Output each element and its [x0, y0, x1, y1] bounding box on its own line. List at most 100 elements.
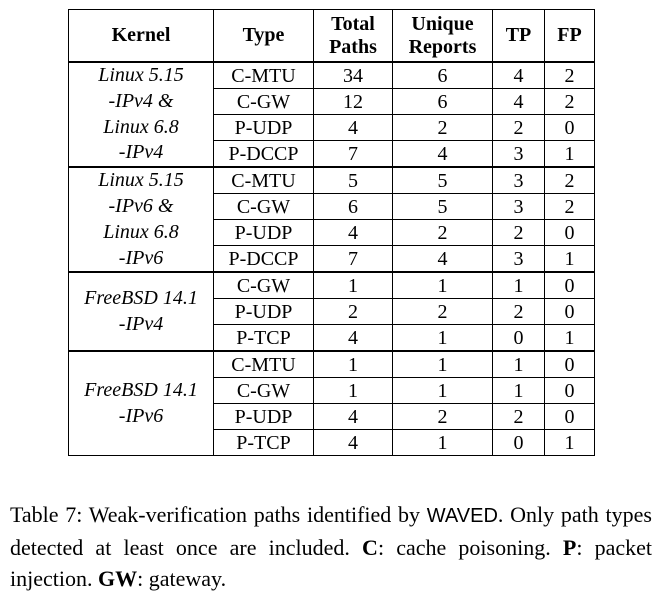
- cell-unique: 6: [392, 88, 493, 116]
- cell-fp: 1: [544, 324, 595, 352]
- cell-type: P-UDP: [213, 403, 314, 431]
- kernel-line: FreeBSD 14.1: [84, 379, 198, 402]
- cell-total: 7: [313, 140, 393, 168]
- cell-type: C-MTU: [213, 166, 314, 195]
- header-tp: TP: [492, 9, 545, 63]
- cell-type: C-MTU: [213, 350, 314, 379]
- caption-gw-key: GW: [97, 566, 138, 591]
- kernel-cell: Linux 5.15-IPv6 & Linux 6.8 -IPv6: [68, 166, 214, 273]
- cell-total: 1: [313, 350, 393, 379]
- cell-type: P-DCCP: [213, 140, 314, 168]
- cell-tp: 0: [492, 429, 545, 457]
- cell-tp: 3: [492, 166, 545, 195]
- kernel-line: -IPv6: [118, 404, 164, 427]
- cell-fp: 0: [544, 219, 595, 247]
- cell-unique: 1: [392, 377, 493, 405]
- table-caption: Table 7: Weak-verification paths identif…: [10, 499, 652, 594]
- header-total-paths: Total Paths: [313, 9, 393, 63]
- header-unique-reports: Unique Reports: [392, 9, 493, 63]
- cell-fp: 2: [544, 61, 595, 90]
- cell-fp: 2: [544, 193, 595, 221]
- cell-total: 1: [313, 377, 393, 405]
- cell-fp: 1: [544, 245, 595, 273]
- kernel-line: -IPv4 &: [108, 89, 174, 112]
- cell-unique: 2: [392, 114, 493, 142]
- cell-type: C-MTU: [213, 61, 314, 90]
- cell-fp: 0: [544, 114, 595, 142]
- header-unique-line1: Unique: [411, 12, 474, 35]
- cell-type: C-GW: [213, 377, 314, 405]
- cell-unique: 1: [392, 324, 493, 352]
- cell-type: P-TCP: [213, 324, 314, 352]
- cell-unique: 4: [392, 140, 493, 168]
- cell-tp: 3: [492, 140, 545, 168]
- cell-tp: 3: [492, 245, 545, 273]
- cell-fp: 2: [544, 166, 595, 195]
- cell-tp: 4: [492, 61, 545, 90]
- kernel-line: FreeBSD 14.1: [84, 287, 198, 310]
- cell-unique: 4: [392, 245, 493, 273]
- results-table: Kernel Type Total Paths Unique Reports T…: [68, 9, 595, 457]
- cell-unique: 2: [392, 219, 493, 247]
- kernel-cell: FreeBSD 14.1-IPv6: [68, 350, 214, 457]
- cell-tp: 4: [492, 88, 545, 116]
- kernel-cell: Linux 5.15-IPv4 &Linux 6.8-IPv4: [68, 61, 214, 168]
- cell-tp: 1: [492, 350, 545, 379]
- caption-c-key: C: [362, 535, 378, 560]
- cell-total: 1: [313, 271, 393, 300]
- kernel-line: Linux 6.8: [103, 220, 179, 243]
- caption-p-key: P: [562, 535, 577, 560]
- cell-unique: 5: [392, 193, 493, 221]
- cell-type: P-UDP: [213, 219, 314, 247]
- cell-type: P-UDP: [213, 114, 314, 142]
- cell-total: 2: [313, 298, 393, 326]
- kernel-line: Linux 5.15: [98, 169, 184, 192]
- caption-c-text: : cache poi­soning.: [377, 535, 563, 560]
- kernel-line: -IPv4: [118, 312, 164, 335]
- cell-fp: 1: [544, 140, 595, 168]
- cell-fp: 2: [544, 88, 595, 116]
- cell-tp: 1: [492, 377, 545, 405]
- cell-type: C-GW: [213, 88, 314, 116]
- kernel-line: -IPv4: [118, 141, 164, 164]
- cell-fp: 1: [544, 429, 595, 457]
- cell-type: P-DCCP: [213, 245, 314, 273]
- kernel-line: -IPv6 &: [108, 194, 174, 217]
- caption-gw-text: : gateway.: [137, 566, 227, 591]
- cell-type: P-TCP: [213, 429, 314, 457]
- kernel-line: Linux 5.15: [98, 64, 184, 86]
- cell-total: 12: [313, 88, 393, 116]
- cell-total: 7: [313, 245, 393, 273]
- cell-total: 4: [313, 324, 393, 352]
- cell-type: P-UDP: [213, 298, 314, 326]
- cell-tp: 2: [492, 219, 545, 247]
- cell-total: 4: [313, 429, 393, 457]
- cell-fp: 0: [544, 298, 595, 326]
- kernel-cell: FreeBSD 14.1-IPv4: [68, 271, 214, 352]
- cell-total: 5: [313, 166, 393, 195]
- cell-tp: 3: [492, 193, 545, 221]
- cell-unique: 1: [392, 271, 493, 300]
- cell-tp: 0: [492, 324, 545, 352]
- kernel-line: -IPv6: [118, 246, 164, 269]
- cell-fp: 0: [544, 271, 595, 300]
- cell-tp: 2: [492, 403, 545, 431]
- cell-tp: 1: [492, 271, 545, 300]
- cell-unique: 2: [392, 298, 493, 326]
- header-fp: FP: [544, 9, 595, 63]
